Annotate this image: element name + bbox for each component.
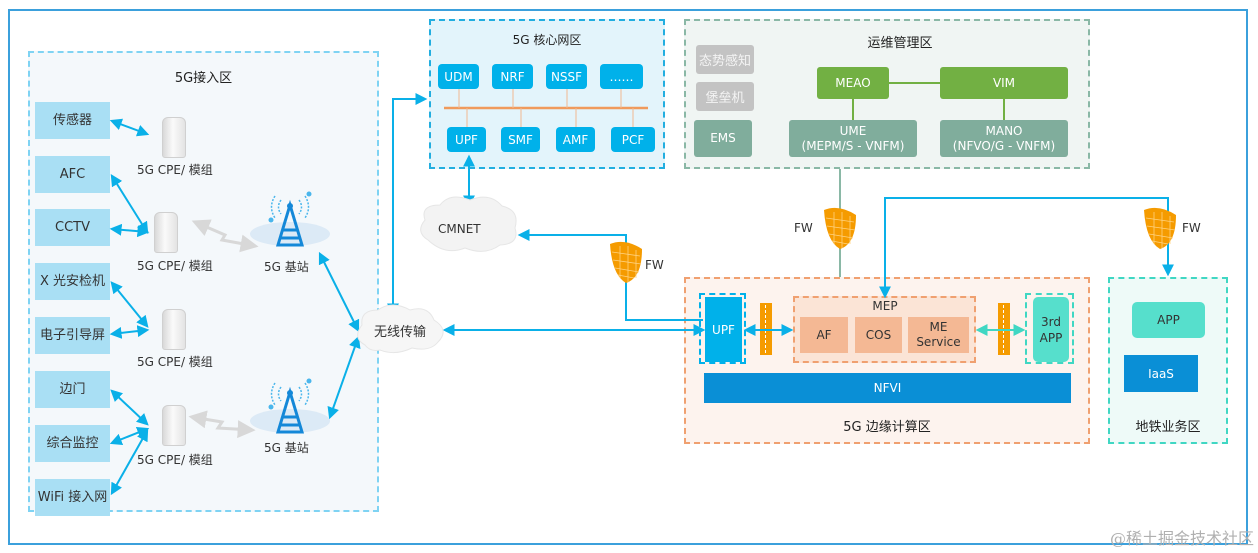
meao: MEAO <box>817 67 889 99</box>
situational-awareness: 态势感知 <box>696 45 754 74</box>
base-station-label: 5G 基站 <box>264 260 309 274</box>
device-xray: X 光安检机 <box>35 263 110 300</box>
cpe-icon <box>162 117 186 158</box>
mano-desc: (NFVO/G - VNFM) <box>952 138 1056 153</box>
edge-zone-title: 5G 边缘计算区 <box>843 420 931 435</box>
mano-name: MANO <box>985 123 1023 138</box>
access-zone-title: 5G接入区 <box>174 71 233 86</box>
device-wifi: WiFi 接入网 <box>35 479 110 516</box>
nf-pcf: PCF <box>611 127 655 152</box>
nf-nssf: NSSF <box>546 64 587 89</box>
nf-nrf: NRF <box>492 64 533 89</box>
diagram-frame <box>8 9 1248 545</box>
device-guide-screen: 电子引导屏 <box>35 317 110 354</box>
nf-more: …… <box>600 64 643 89</box>
mep-me-service: ME Service <box>908 317 969 353</box>
cpe-label: 5G CPE/ 模组 <box>137 163 213 177</box>
cpe-icon <box>154 212 178 253</box>
ume: UME (MEPM/S - VNFM) <box>789 120 917 157</box>
fw-label: FW <box>645 258 664 272</box>
nfvi: NFVI <box>704 373 1071 403</box>
wireless-label: 无线传输 <box>374 325 427 340</box>
device-sensor: 传感器 <box>35 102 110 139</box>
nf-upf: UPF <box>447 127 486 152</box>
nf-amf: AMF <box>556 127 595 152</box>
ops-zone-title: 运维管理区 <box>867 36 933 51</box>
base-station-label: 5G 基站 <box>264 441 309 455</box>
firewall-wall-icon <box>998 303 1010 355</box>
cpe-icon <box>162 405 186 446</box>
edge-upf: UPF <box>705 297 742 362</box>
device-monitoring: 综合监控 <box>35 425 110 462</box>
cmnet-label: CMNET <box>438 222 481 236</box>
fw-label: FW <box>794 221 813 235</box>
metro-zone-title: 地铁业务区 <box>1135 420 1201 435</box>
nf-smf: SMF <box>501 127 540 152</box>
metro-app: APP <box>1132 302 1205 338</box>
vim: VIM <box>940 67 1068 99</box>
bastion-host: 堡垒机 <box>696 82 754 111</box>
device-cctv: CCTV <box>35 209 110 246</box>
fw-label: FW <box>1182 221 1201 235</box>
mano: MANO (NFVO/G - VNFM) <box>940 120 1068 157</box>
ume-name: UME <box>839 123 867 138</box>
mep-title: MEP <box>872 299 898 313</box>
mep-af: AF <box>800 317 848 353</box>
third-app: 3rd APP <box>1033 297 1069 362</box>
mep-cos: COS <box>855 317 902 353</box>
cpe-label: 5G CPE/ 模组 <box>137 453 213 467</box>
device-afc: AFC <box>35 156 110 193</box>
nf-udm: UDM <box>438 64 479 89</box>
metro-iaas: IaaS <box>1124 355 1198 392</box>
core-zone-title: 5G 核心网区 <box>512 33 582 47</box>
firewall-wall-icon <box>760 303 772 355</box>
cpe-label: 5G CPE/ 模组 <box>137 259 213 273</box>
ume-desc: (MEPM/S - VNFM) <box>801 138 905 153</box>
watermark: @稀土掘金技术社区 <box>1109 529 1254 548</box>
cpe-label: 5G CPE/ 模组 <box>137 355 213 369</box>
cpe-icon <box>162 309 186 350</box>
device-side-gate: 边门 <box>35 371 110 408</box>
ems: EMS <box>694 120 752 157</box>
